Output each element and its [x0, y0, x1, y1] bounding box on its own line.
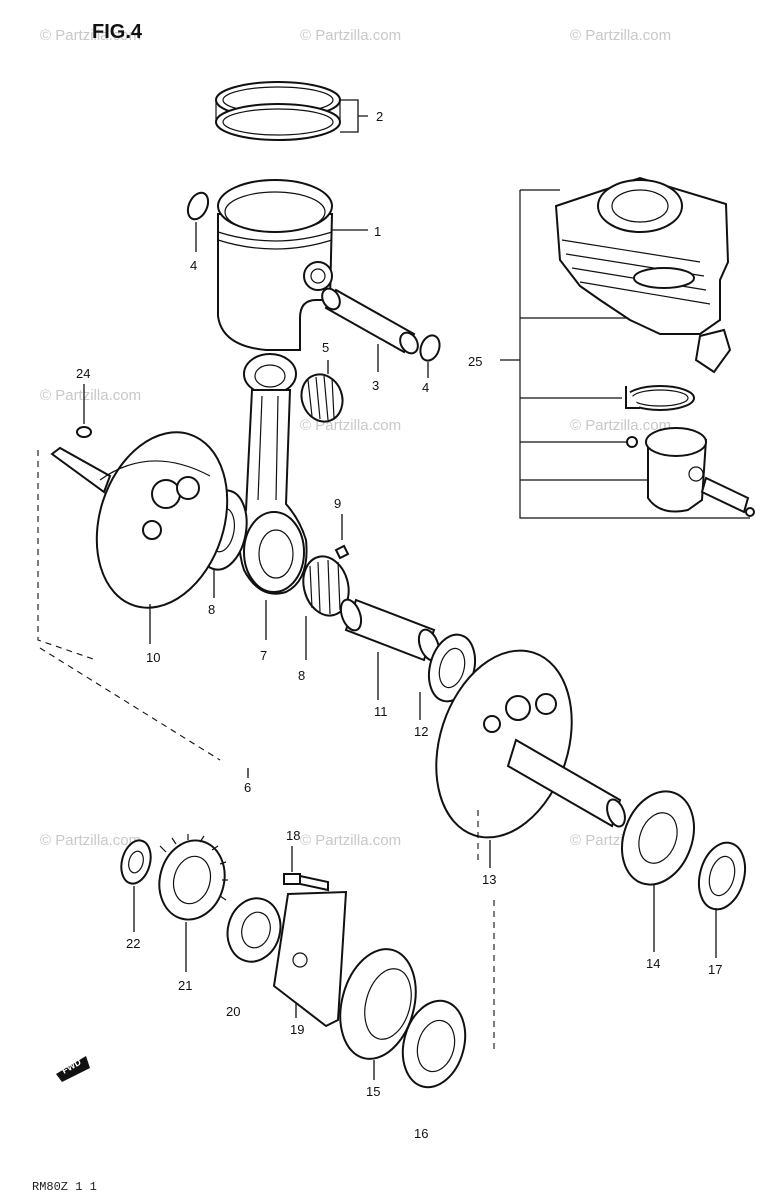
callout-13[interactable]: 13 — [482, 872, 496, 887]
callout-7[interactable]: 7 — [260, 648, 267, 663]
figure-title: FIG.4 — [92, 21, 143, 43]
callout-4-right[interactable]: 4 — [422, 380, 429, 395]
callout-9[interactable]: 11 — [374, 704, 388, 719]
key-pin-part[interactable] — [76, 384, 92, 438]
main-bearing-right-part[interactable] — [610, 781, 707, 952]
callout-8-right[interactable]: 12 — [414, 724, 428, 739]
oil-seal-left-part[interactable] — [394, 900, 495, 1094]
watermark-text: © Partzilla.com — [40, 27, 141, 44]
callout-15[interactable]: 15 — [366, 1084, 380, 1099]
spacer-part[interactable] — [221, 892, 288, 967]
callout-22[interactable]: 22 — [126, 936, 140, 951]
callout-24[interactable]: 24 — [76, 366, 90, 381]
callout-1[interactable]: 1 — [374, 224, 381, 239]
crank-pin-part[interactable] — [337, 597, 443, 700]
callout-5[interactable]: 5 — [322, 340, 329, 355]
small-end-bearing-part[interactable] — [295, 360, 349, 427]
callout-4-left[interactable]: 4 — [190, 258, 197, 273]
callout-10[interactable]: 8 — [298, 668, 305, 683]
retainer-plate-part[interactable] — [272, 890, 348, 1028]
callout-21[interactable]: 21 — [178, 978, 192, 993]
cylinder-assembly-kit-part[interactable] — [500, 176, 755, 519]
watermark-text: © Partzilla.com — [570, 417, 671, 434]
watermark-layer: © Partzilla.com © Partzilla.com © Partzi… — [40, 27, 671, 849]
callout-2[interactable]: 2 — [376, 109, 383, 124]
connecting-rod-part[interactable] — [238, 353, 308, 640]
watermark-text: © Partzilla.com — [300, 832, 401, 849]
piston-ring-part[interactable] — [215, 81, 368, 141]
diagram-code: RM80Z 1 1 — [32, 1180, 97, 1194]
callout-14[interactable]: 14 — [646, 956, 660, 971]
callout-19[interactable]: 18 — [286, 828, 300, 843]
callout-20[interactable]: 20 — [226, 1004, 240, 1019]
callout-18[interactable]: 19 — [290, 1022, 304, 1037]
gear-nut-part[interactable] — [117, 837, 155, 932]
callout-3[interactable]: 3 — [372, 378, 379, 393]
callout-11[interactable]: 9 — [334, 496, 341, 511]
circlip-right-part[interactable] — [417, 333, 443, 378]
crankshaft-left-half-part[interactable] — [37, 415, 249, 661]
plate-bolt-part[interactable] — [283, 846, 329, 892]
callout-12[interactable]: 10 — [146, 650, 160, 665]
main-bearing-left-part[interactable] — [329, 941, 428, 1080]
primary-gear-part[interactable] — [151, 833, 234, 972]
watermark-text: © Partzilla.com — [40, 387, 141, 404]
big-end-bearing-part[interactable] — [297, 551, 355, 660]
crankshaft-right-half-part[interactable] — [413, 633, 628, 868]
piston-pin-part[interactable] — [319, 285, 422, 372]
callout-17[interactable]: 17 — [708, 962, 722, 977]
callout-6[interactable]: 6 — [244, 780, 251, 795]
watermark-text: © Partzilla.com — [40, 832, 141, 849]
callout-25[interactable]: 25 — [468, 354, 482, 369]
callout-16[interactable]: 16 — [414, 1126, 428, 1141]
callout-labels: 2 1 4 5 3 4 24 9 8 10 7 8 11 12 6 18 13 … — [76, 109, 722, 1141]
watermark-text: © Partzilla.com — [570, 27, 671, 44]
circlip-left-part[interactable] — [184, 190, 212, 252]
crank-pin-dowel-part[interactable] — [334, 514, 350, 560]
front-direction-marker: FWD — [56, 1056, 90, 1082]
oil-seal-right-part[interactable] — [692, 837, 752, 958]
piston-part[interactable] — [217, 179, 368, 351]
crankshaft-assembly-bracket — [39, 647, 249, 778]
watermark-text: © Partzilla.com — [300, 27, 401, 44]
callout-8-left[interactable]: 8 — [208, 602, 215, 617]
